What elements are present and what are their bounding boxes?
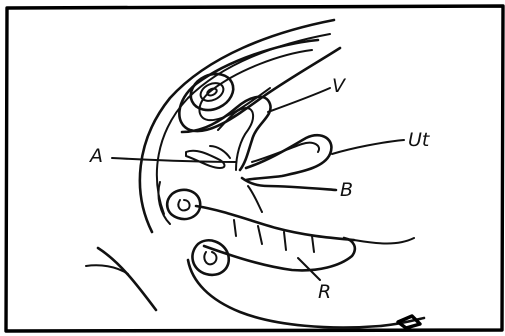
label-a: A <box>88 145 103 167</box>
upper-organ-core-center <box>206 87 218 97</box>
a-fold <box>186 151 225 168</box>
lower-knot-inner <box>204 252 216 264</box>
uterus-inner <box>252 143 319 162</box>
ut-pointer <box>332 140 404 154</box>
label-r: R <box>318 281 331 303</box>
uterus-outline <box>246 135 331 180</box>
b-junction-lower <box>248 186 262 212</box>
label-v: V <box>332 75 347 97</box>
rectum-folds <box>234 220 314 252</box>
left-knot-inner <box>178 200 189 210</box>
label-ut: Ut <box>408 129 431 151</box>
rectum-tail <box>354 238 414 244</box>
label-b: B <box>340 179 353 201</box>
rectum-upper <box>196 206 354 240</box>
lower-knot <box>192 240 228 275</box>
left-knot <box>167 190 200 219</box>
v-pointer <box>268 88 330 112</box>
thigh-line <box>98 248 156 310</box>
